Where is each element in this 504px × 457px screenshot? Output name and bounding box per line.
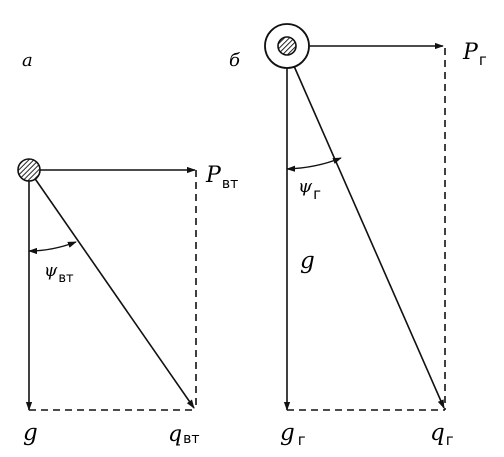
panel-b-force-label: Pг bbox=[462, 40, 487, 69]
panel-a: а Pвт ψвт g qвт bbox=[17, 50, 238, 447]
panel-b-q-label: qг bbox=[430, 420, 454, 449]
panel-b-label: б bbox=[229, 50, 241, 71]
panel-b-angle-arc bbox=[286, 157, 342, 172]
panel-b-wheel-hub-icon bbox=[277, 36, 297, 56]
panel-a-g-label: g bbox=[23, 420, 38, 446]
panel-a-resultant-vector bbox=[28, 169, 195, 409]
panel-b-angle-label: ψг bbox=[298, 176, 321, 203]
panel-a-q-label: qвт bbox=[168, 422, 200, 447]
panel-a-label: а bbox=[22, 50, 33, 71]
panel-a-angle-label: ψвт bbox=[44, 261, 74, 286]
panel-a-angle-arc bbox=[28, 241, 77, 255]
panel-a-wheel-icon bbox=[17, 158, 41, 182]
panel-a-force-label: Pвт bbox=[205, 163, 238, 192]
panel-b-resultant-vector bbox=[293, 65, 445, 409]
panel-b-g-mid-label: g bbox=[300, 248, 315, 274]
